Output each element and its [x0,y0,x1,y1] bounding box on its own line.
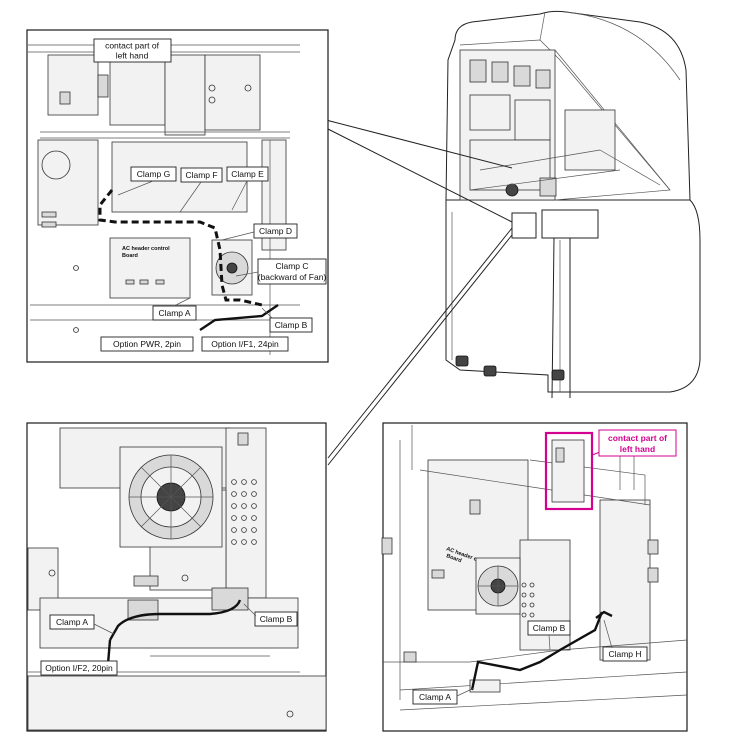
panel-top-left: AC header control Board contact part of … [26,29,329,363]
callout-clamp-a-tl: Clamp A [158,308,190,318]
vent-holes-br [521,582,535,618]
callout-clamp-h: Clamp H [608,649,641,659]
board-label-tl-2: Board [122,253,138,259]
callout-clamp-b-tl: Clamp B [275,320,308,330]
callout-clamp-d: Clamp D [259,226,292,236]
callout-clamp-b-br: Clamp B [533,623,566,633]
panel-bottom-right: AC header control Board conta [381,422,688,732]
callout-clamp-a-bl: Clamp A [56,617,88,627]
callout-tl-contact-2: left hand [116,51,149,61]
callout-option-pwr: Option PWR, 2pin [113,339,181,349]
callout-clamp-e: Clamp E [231,169,264,179]
callout-clamp-a-br: Clamp A [419,692,451,702]
callout-clamp-g: Clamp G [137,169,171,179]
callout-br-contact-2: left hand [620,444,655,454]
callout-option-if2: Option I/F2, 20pin [45,663,113,673]
highlight-contact-box [544,431,594,511]
leader-lines [325,119,571,466]
callout-br-contact-1: contact part of [608,433,667,443]
vent-holes [231,479,257,545]
board-label-tl-1: AC header control [122,246,170,252]
callout-option-if1: Option I/F1, 24pin [211,339,279,349]
callout-clamp-f: Clamp F [185,170,217,180]
callout-clamp-c-1: Clamp C [275,261,308,271]
callout-clamp-b-bl: Clamp B [260,614,293,624]
callout-clamp-c-2: (backward of Fan) [258,272,327,282]
board-label-br-2: Board [445,553,462,564]
panel-bottom-left: Clamp A Clamp B Option I/F2, 20pin [26,422,327,732]
callout-tl-contact-1: contact part of [105,41,160,51]
machine-overview [445,10,701,393]
